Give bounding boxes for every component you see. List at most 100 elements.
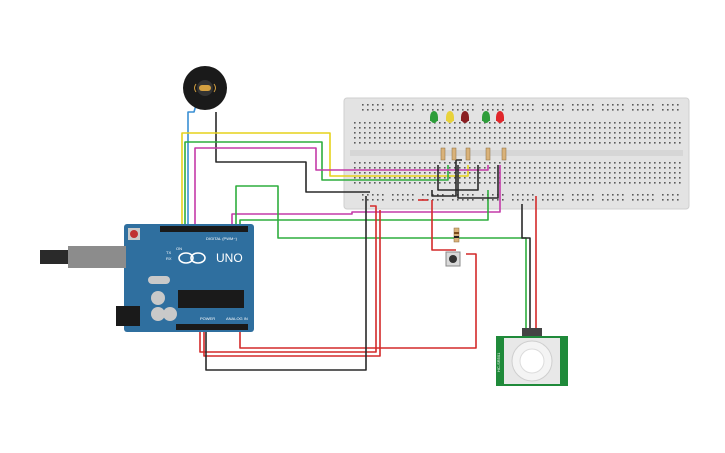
breadboard-hole <box>469 177 471 179</box>
wire-red-power2[interactable] <box>203 210 381 357</box>
breadboard-hole <box>649 127 651 129</box>
breadboard-hole <box>579 177 581 179</box>
resistor[interactable] <box>501 147 507 161</box>
resistor[interactable] <box>485 147 491 161</box>
breadboard-hole <box>514 182 516 184</box>
breadboard-hole <box>549 137 551 139</box>
wire-yellow[interactable] <box>181 132 469 226</box>
wire-green-top[interactable] <box>184 141 449 226</box>
wire-black-mid[interactable] <box>431 159 462 197</box>
wire-red-resistor[interactable] <box>431 200 456 251</box>
wire-blue[interactable] <box>187 104 197 226</box>
breadboard-hole <box>449 162 451 164</box>
breadboard-hole <box>444 182 446 184</box>
breadboard-hole <box>359 137 361 139</box>
breadboard-hole <box>564 122 566 124</box>
breadboard-hole <box>639 177 641 179</box>
breadboard-hole <box>592 194 594 196</box>
pushbutton[interactable] <box>445 251 461 267</box>
breadboard-hole <box>594 137 596 139</box>
wire-red-power[interactable] <box>199 205 377 353</box>
wire-magenta-low[interactable] <box>231 165 501 226</box>
led-green[interactable] <box>482 111 490 123</box>
breadboard-hole <box>407 104 409 106</box>
breadboard-hole <box>664 177 666 179</box>
led-red[interactable] <box>461 111 469 123</box>
arduino-uno-board[interactable]: UNO DIGITAL (PWM~) POWER ANALOG IN TX RX… <box>40 224 254 332</box>
breadboard-hole <box>629 132 631 134</box>
breadboard-hole <box>582 109 584 111</box>
breadboard-hole <box>644 137 646 139</box>
breadboard-hole <box>679 172 681 174</box>
breadboard-hole <box>544 142 546 144</box>
breadboard-hole <box>424 177 426 179</box>
breadboard-hole <box>664 127 666 129</box>
breadboard-hole <box>377 104 379 106</box>
breadboard[interactable] <box>343 97 690 210</box>
breadboard-hole <box>619 137 621 139</box>
breadboard-hole <box>439 132 441 134</box>
breadboard-hole <box>629 137 631 139</box>
breadboard-hole <box>479 142 481 144</box>
breadboard-hole <box>669 142 671 144</box>
breadboard-hole <box>489 172 491 174</box>
breadboard-hole <box>382 194 384 196</box>
breadboard-hole <box>629 182 631 184</box>
wire-black-gnd[interactable] <box>205 196 367 371</box>
resistor[interactable] <box>440 147 446 161</box>
breadboard-hole <box>544 137 546 139</box>
breadboard-hole <box>372 199 374 201</box>
breadboard-hole <box>557 199 559 201</box>
breadboard-hole <box>409 132 411 134</box>
pull-resistor[interactable] <box>453 227 460 243</box>
breadboard-hole <box>414 162 416 164</box>
resistor[interactable] <box>451 147 457 161</box>
breadboard-hole <box>554 177 556 179</box>
breadboard-hole <box>652 109 654 111</box>
breadboard-hole <box>367 109 369 111</box>
breadboard-hole <box>409 127 411 129</box>
wire-black-pir[interactable] <box>521 204 531 330</box>
breadboard-hole <box>412 199 414 201</box>
analog-header-label: ANALOG IN <box>226 316 248 321</box>
led-yellow[interactable] <box>446 111 454 123</box>
led-green[interactable] <box>430 111 438 123</box>
breadboard-hole <box>534 177 536 179</box>
breadboard-hole <box>569 162 571 164</box>
breadboard-hole <box>487 109 489 111</box>
breadboard-hole <box>382 199 384 201</box>
breadboard-hole <box>382 109 384 111</box>
wire-green-low[interactable] <box>235 185 527 330</box>
breadboard-hole <box>622 199 624 201</box>
breadboard-hole <box>609 142 611 144</box>
breadboard-hole <box>444 177 446 179</box>
breadboard-hole <box>654 177 656 179</box>
pir-sensor[interactable]: HC-SR501 <box>496 328 568 386</box>
wire-black-leds2[interactable] <box>457 165 499 199</box>
breadboard-hole <box>582 104 584 106</box>
wire-red-switch[interactable] <box>239 253 477 349</box>
wire-green-switch[interactable] <box>239 190 489 226</box>
breadboard-hole <box>614 182 616 184</box>
breadboard-hole <box>524 137 526 139</box>
breadboard-hole <box>467 104 469 106</box>
breadboard-hole <box>667 194 669 196</box>
wire-magenta-top[interactable] <box>194 147 489 226</box>
breadboard-hole <box>509 127 511 129</box>
breadboard-hole <box>439 127 441 129</box>
piezo-buzzer[interactable] <box>183 66 227 110</box>
breadboard-hole <box>569 132 571 134</box>
resistor[interactable] <box>465 147 471 161</box>
breadboard-hole <box>484 177 486 179</box>
breadboard-hole <box>604 127 606 129</box>
breadboard-hole <box>672 109 674 111</box>
breadboard-hole <box>429 142 431 144</box>
breadboard-hole <box>564 162 566 164</box>
wire-black-buzzer[interactable] <box>215 112 370 193</box>
breadboard-hole <box>509 172 511 174</box>
breadboard-hole <box>517 194 519 196</box>
breadboard-hole <box>402 109 404 111</box>
breadboard-hole <box>512 194 514 196</box>
led-red[interactable] <box>496 111 504 123</box>
breadboard-hole <box>602 194 604 196</box>
